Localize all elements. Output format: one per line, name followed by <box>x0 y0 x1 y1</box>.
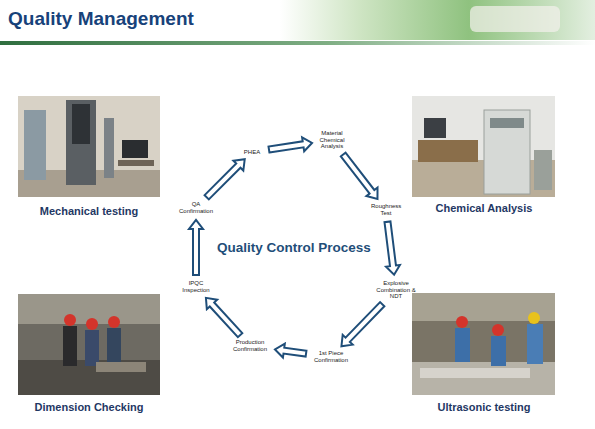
process-step: Roughness Test <box>370 202 402 218</box>
flow-arrow <box>269 137 313 152</box>
process-step: PHEA <box>239 148 265 157</box>
flow-arrow <box>341 153 378 199</box>
step-label: Production Confirmation <box>230 339 270 353</box>
photo-caption: Ultrasonic testing <box>438 401 531 413</box>
step-label: Roughness Test <box>371 203 401 217</box>
process-step: 1st Piece Confirmation <box>310 349 352 365</box>
process-step: QA Confirmation <box>176 200 216 216</box>
photo-caption: Mechanical testing <box>40 205 138 217</box>
photo-caption: Dimension Checking <box>35 401 144 413</box>
mechanical-testing-photo <box>18 96 160 197</box>
flow-arrow <box>341 302 384 346</box>
step-label: PHEA <box>240 149 264 156</box>
flow-arrow <box>385 221 400 274</box>
step-label: QA Confirmation <box>177 201 215 215</box>
step-label: 1st Piece Confirmation <box>311 350 351 364</box>
dimension-checking-photo <box>18 294 160 395</box>
process-step: IPQC Inspection <box>179 279 213 295</box>
process-step: Material Chemical Analysis <box>316 129 348 152</box>
process-step: Production Confirmation <box>229 338 271 354</box>
step-label: Material Chemical Analysis <box>317 130 347 151</box>
slide-title: Quality Management <box>8 8 194 30</box>
step-label: IPQC Inspection <box>180 280 212 294</box>
header-band <box>280 0 595 40</box>
flow-arrow <box>205 159 245 199</box>
step-label: Explosive Combination & NDT <box>376 280 416 301</box>
process-step: Explosive Combination & NDT <box>375 279 417 302</box>
flow-arrow <box>275 344 306 358</box>
photo-caption: Chemical Analysis <box>436 202 533 214</box>
flow-arrow <box>206 298 242 337</box>
header-rule <box>0 41 595 45</box>
chemical-analysis-photo <box>412 96 555 197</box>
ultrasonic-testing-photo <box>412 293 555 395</box>
cycle-center-label: Quality Control Process <box>217 240 371 255</box>
header-decoration <box>470 6 560 32</box>
flow-arrow <box>189 220 203 275</box>
